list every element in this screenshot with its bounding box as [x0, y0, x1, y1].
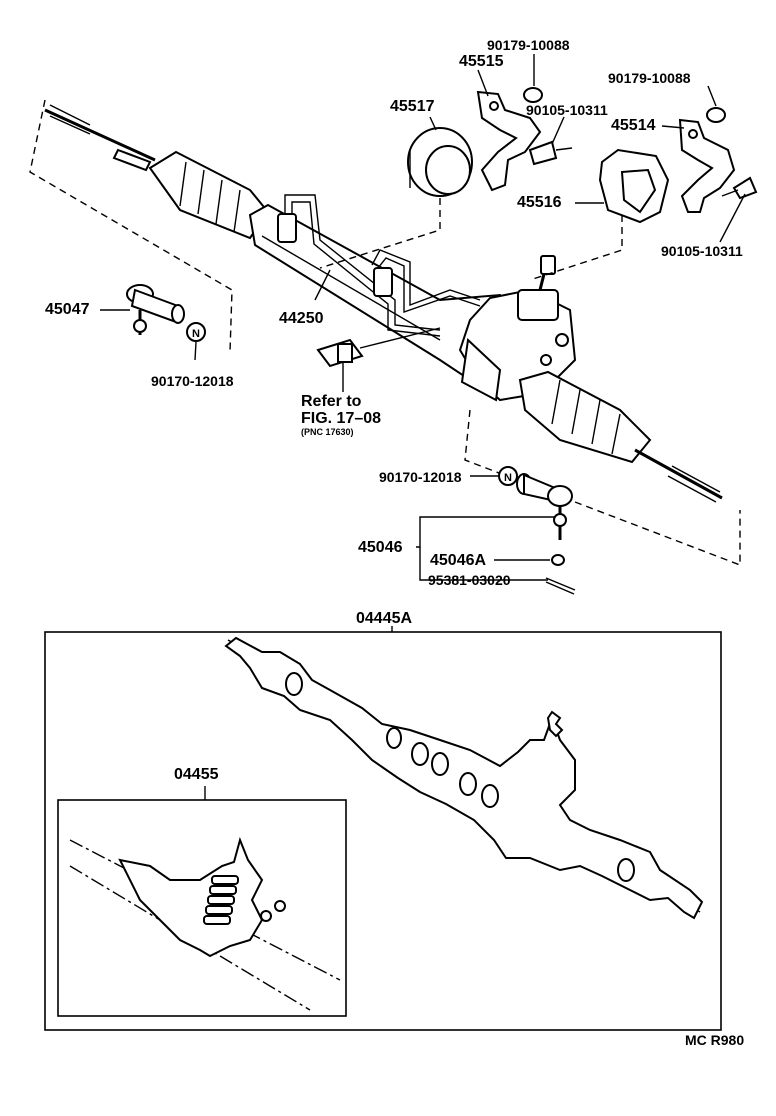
kit-box-04455	[57, 786, 347, 1017]
label-90170-12018-b: 90170-12018	[379, 469, 462, 485]
label-45046A: 45046A	[430, 552, 487, 569]
bracket-45515	[476, 90, 542, 192]
nut-mark-left: N	[192, 328, 200, 340]
label-04445A: 04445A	[356, 610, 413, 627]
refer-line1: Refer to	[301, 393, 362, 410]
label-45516: 45516	[517, 194, 562, 211]
bolt-90105-b	[721, 176, 758, 200]
label-45517: 45517	[390, 98, 435, 115]
label-90179-10088-a: 90179-10088	[487, 37, 570, 53]
refer-line2: FIG. 17–08	[301, 410, 382, 427]
bolt-90105-a	[528, 140, 573, 166]
left-boot	[148, 150, 270, 240]
tie-rod-end-45047	[126, 284, 185, 335]
nut-90179-b	[706, 107, 726, 123]
nut-mark-right: N	[504, 472, 512, 484]
nut-90170-right	[498, 466, 518, 486]
label-45515: 45515	[459, 53, 504, 70]
label-04455: 04455	[174, 766, 219, 783]
hydraulic-lines	[277, 194, 481, 337]
label-45046: 45046	[358, 539, 403, 556]
tie-rod-end-45046	[516, 473, 573, 540]
bracket-45514	[678, 118, 736, 213]
right-inner-tie-rod	[634, 448, 723, 503]
left-tie-rod-guide	[29, 99, 233, 353]
diagram-code: MC R980	[685, 1032, 745, 1048]
bushing-45516	[598, 148, 670, 224]
kit-box-04445A	[44, 626, 722, 1031]
left-inner-tie-rod	[44, 104, 156, 172]
label-90105-10311-b: 90105-10311	[661, 243, 743, 259]
rack-silhouette-04445A	[224, 636, 704, 920]
label-45047: 45047	[45, 301, 90, 318]
cotter-pin	[545, 577, 576, 595]
label-95381-03020: 95381-03020	[428, 572, 511, 588]
leader-lines	[100, 54, 746, 581]
nut-90179-a	[523, 87, 543, 103]
pressure-switch	[316, 327, 441, 368]
nut-90170-left	[186, 322, 206, 342]
label-44250: 44250	[279, 310, 324, 327]
nut-45046A	[551, 554, 565, 566]
label-45514: 45514	[611, 117, 656, 134]
bushing-guide-lines	[319, 198, 623, 281]
right-boot	[518, 370, 652, 464]
right-tie-rod-guide	[464, 409, 741, 567]
label-90170-12018-a: 90170-12018	[151, 373, 234, 389]
bushing-45517	[407, 127, 473, 197]
refer-line3: (PNC 17630)	[301, 427, 354, 437]
label-90179-10088-b: 90179-10088	[608, 70, 691, 86]
label-90105-10311-a: 90105-10311	[526, 102, 608, 118]
